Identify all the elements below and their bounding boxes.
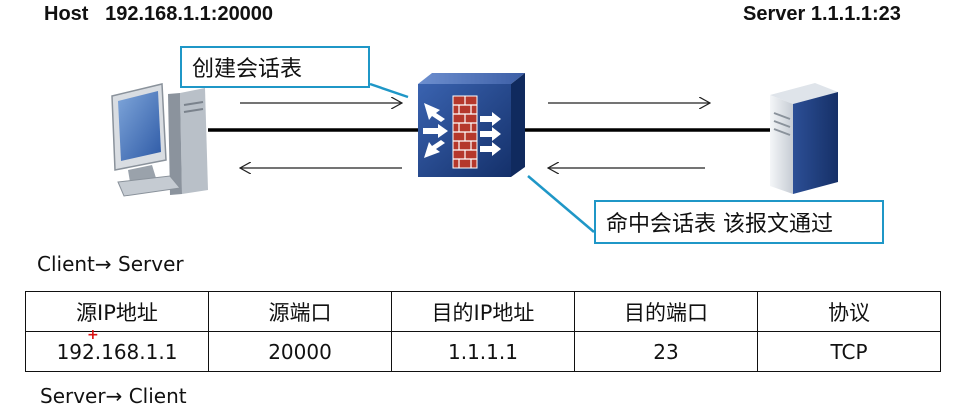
cell-destination-port: 23 <box>574 331 758 372</box>
section-client-to-server: Client→ Server <box>37 252 184 276</box>
callout-hit-pointer <box>527 175 595 233</box>
host-label: Host 192.168.1.1:20000 <box>44 3 273 26</box>
desktop-computer-icon <box>111 83 208 197</box>
cell-source-port: 20000 <box>208 331 392 372</box>
cursor-mark: + <box>87 327 99 343</box>
callout-session-hit: 命中会话表 该报文通过 <box>594 200 884 244</box>
server-tower-icon <box>770 83 838 194</box>
section-server-to-client: Server→ Client <box>40 384 187 408</box>
cell-source-ip: 192.168.1.1 <box>25 331 209 372</box>
callout-create-pointer <box>369 82 409 99</box>
table-header-row: 源IP地址 源端口 目的IP地址 目的端口 协议 <box>25 291 941 332</box>
header-destination-port: 目的端口 <box>574 291 758 332</box>
network-diagram <box>111 73 838 233</box>
header-source-ip: 源IP地址 <box>25 291 209 332</box>
host-address: 192.168.1.1:20000 <box>105 3 274 25</box>
header-source-port: 源端口 <box>208 291 392 332</box>
header-destination-ip: 目的IP地址 <box>391 291 575 332</box>
cell-protocol: TCP <box>757 331 941 372</box>
cell-destination-ip: 1.1.1.1 <box>391 331 575 372</box>
server-label: Server 1.1.1.1:23 <box>743 3 901 25</box>
header-protocol: 协议 <box>757 291 941 332</box>
host-label-text: Host <box>44 3 89 25</box>
firewall-icon <box>418 73 525 177</box>
session-table: 源IP地址 源端口 目的IP地址 目的端口 协议 192.168.1.1 200… <box>25 291 941 372</box>
callout-create-session: 创建会话表 <box>180 46 370 88</box>
table-row: 192.168.1.1 20000 1.1.1.1 23 TCP <box>25 331 941 372</box>
